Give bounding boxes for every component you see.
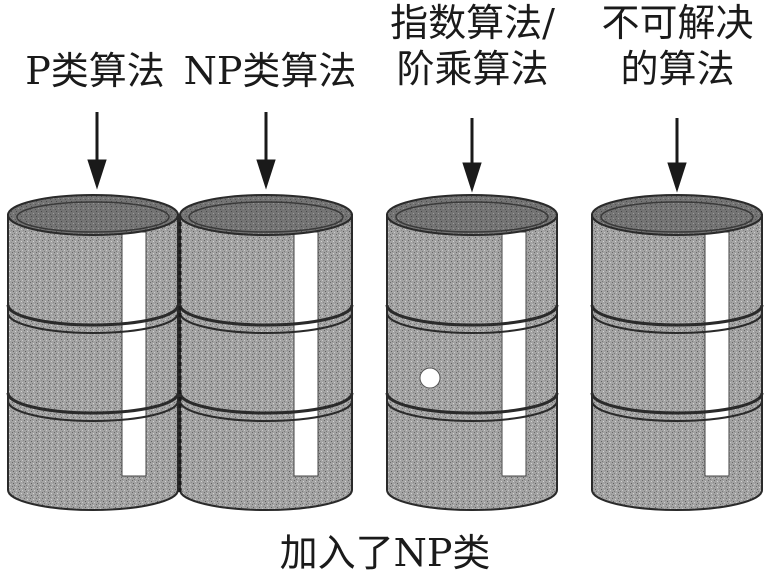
caption: 加入了NP类 <box>279 531 491 575</box>
label-unsolvable: 不可解决 的算法 <box>585 0 770 92</box>
label-line: P类算法 <box>25 49 165 93</box>
label-np-class: NP类算法 <box>175 48 365 94</box>
arrow-down-icon <box>87 112 107 190</box>
label-exponential-factorial: 指数算法/ 阶乘算法 <box>380 0 565 92</box>
arrow-down-icon <box>256 112 276 190</box>
label-p-class: P类算法 <box>0 48 190 94</box>
barrel-icon <box>590 194 764 511</box>
label-line: 指数算法/ <box>390 1 555 45</box>
label-line: 的算法 <box>620 47 735 91</box>
barrel-icon <box>6 194 180 511</box>
label-line: 不可解决 <box>601 1 754 45</box>
barrel-icon <box>178 194 354 511</box>
barrel-icon <box>385 194 559 511</box>
arrow-down-icon <box>462 118 482 193</box>
label-line: NP类算法 <box>183 49 357 93</box>
arrow-down-icon <box>667 118 687 193</box>
label-line: 阶乘算法 <box>396 47 549 91</box>
